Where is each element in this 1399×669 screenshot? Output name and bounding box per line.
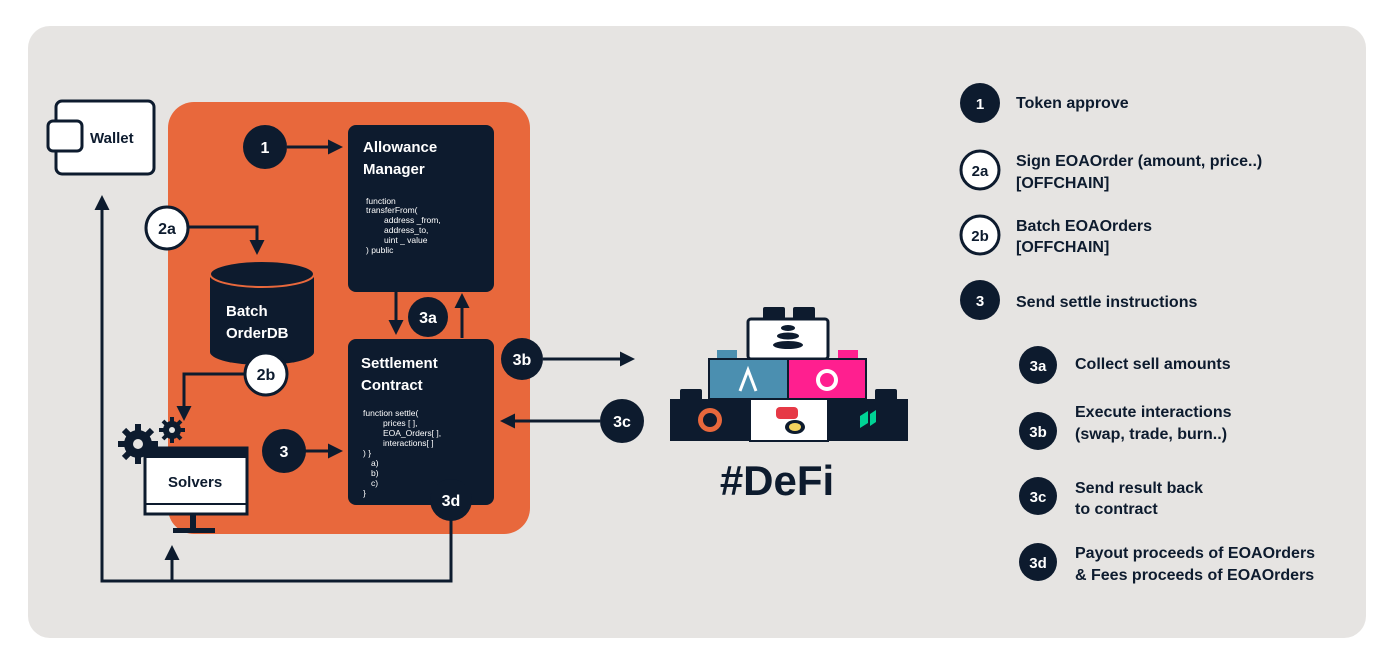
- wallet-icon: [46, 119, 84, 153]
- badge-step-1: 1: [243, 125, 287, 169]
- badge-text: 3a: [419, 310, 437, 327]
- legend-item-3c: 3c Send result back to contract: [1019, 477, 1203, 518]
- legend-item-3b: 3b Execute interactions (swap, trade, bu…: [1019, 404, 1232, 450]
- badge-text: 1: [261, 140, 270, 157]
- legend-text: Token approve: [1016, 95, 1129, 112]
- monitor-icon: [143, 446, 249, 533]
- batch-arrow: [176, 372, 246, 421]
- defi-stack: #DeFi: [670, 307, 908, 504]
- legend-badge: 3b: [1029, 424, 1047, 441]
- settlement-code: function settle( prices [ ], EOA_Orders[…: [363, 408, 441, 498]
- gears-icon: [118, 417, 185, 464]
- defi-label: #DeFi: [720, 457, 834, 504]
- badge-text: 2b: [257, 367, 276, 384]
- legend-text: & Fees proceeds of EOAOrders: [1075, 567, 1314, 584]
- code-line: address _from,: [384, 215, 441, 225]
- badge-text: 3c: [613, 414, 631, 431]
- legend-item-3d: 3d Payout proceeds of EOAOrders & Fees p…: [1019, 543, 1315, 584]
- legend-text: [OFFCHAIN]: [1016, 239, 1109, 256]
- code-line: b): [371, 468, 379, 478]
- code-line: ) }: [363, 448, 371, 458]
- legend-badge: 3a: [1030, 358, 1047, 375]
- code-line: a): [371, 458, 379, 468]
- legend-badge: 2a: [972, 163, 989, 180]
- legend-text: Batch EOAOrders: [1016, 218, 1152, 235]
- badge-step-3d: 3d: [430, 479, 472, 521]
- legend-item-1: 1 Token approve: [960, 83, 1129, 123]
- badge-text: 3b: [513, 352, 532, 369]
- legend-badge: 3: [976, 293, 984, 310]
- badge-step-3b: 3b: [501, 338, 543, 380]
- badge-step-2b: 2b: [243, 351, 289, 397]
- code-line: ) public: [366, 245, 394, 255]
- allowance-code: function transferFrom( address _from, ad…: [366, 196, 441, 255]
- badge-step-3a: 3a: [408, 297, 448, 337]
- legend-text: Sign EOAOrder (amount, price..): [1016, 153, 1262, 170]
- wallet-node[interactable]: Wallet: [46, 99, 156, 176]
- legend-text: Collect sell amounts: [1075, 356, 1231, 373]
- legend-text: Send result back: [1075, 480, 1203, 497]
- settlement-title-2: Contract: [361, 377, 423, 394]
- db-label-1: Batch: [226, 303, 268, 320]
- badge-step-2a: 2a: [144, 205, 190, 251]
- settlement-title-1: Settlement: [361, 355, 438, 372]
- batch-orderdb[interactable]: Batch OrderDB: [209, 260, 315, 365]
- code-line: uint _ value: [384, 235, 428, 245]
- legend-item-2a: 2a Sign EOAOrder (amount, price..) [OFFC…: [959, 149, 1262, 192]
- database-icon: [210, 274, 314, 365]
- solvers-label: Solvers: [168, 474, 222, 491]
- code-line: function settle(: [363, 408, 418, 418]
- legend-badge: 2b: [971, 228, 989, 245]
- code-line: EOA_Orders[ ],: [383, 428, 441, 438]
- badge-step-3c: 3c: [600, 399, 644, 443]
- code-line: transferFrom(: [366, 205, 418, 215]
- aave-icon: [708, 358, 789, 400]
- legend-text: Payout proceeds of EOAOrders: [1075, 545, 1315, 562]
- legend-item-3a: 3a Collect sell amounts: [1019, 346, 1231, 384]
- code-line: address_to,: [384, 225, 428, 235]
- legend-item-3: 3 Send settle instructions: [960, 280, 1197, 320]
- legend-text: [OFFCHAIN]: [1016, 175, 1109, 192]
- legend: 1 Token approve 2a Sign EOAOrder (amount…: [959, 83, 1315, 584]
- legend-badge: 3c: [1030, 489, 1047, 506]
- legend-item-2b: 2b Batch EOAOrders [OFFCHAIN]: [959, 214, 1152, 256]
- sushi-icon: [749, 398, 829, 442]
- allowance-title-2: Manager: [363, 161, 425, 178]
- sign-order-arrow: [188, 225, 265, 255]
- badge-text: 3d: [442, 493, 461, 510]
- badge-text: 3: [280, 444, 289, 461]
- allowance-manager-box[interactable]: Allowance Manager function transferFrom(…: [348, 125, 494, 292]
- db-label-2: OrderDB: [226, 325, 289, 342]
- payout-arrow: [94, 195, 453, 583]
- legend-badge: 1: [976, 96, 984, 113]
- code-line: }: [363, 488, 366, 498]
- wallet-label: Wallet: [90, 130, 134, 147]
- code-line: function: [366, 196, 396, 206]
- allowance-title-1: Allowance: [363, 139, 437, 156]
- legend-text: (swap, trade, burn..): [1075, 426, 1227, 443]
- legend-text: to contract: [1075, 501, 1158, 518]
- solvers-node[interactable]: Solvers: [118, 417, 249, 533]
- badge-text: 2a: [158, 221, 176, 238]
- code-line: prices [ ],: [383, 418, 417, 428]
- code-line: c): [371, 478, 378, 488]
- legend-badge: 3d: [1029, 555, 1047, 572]
- code-line: interactions[ ]: [383, 438, 434, 448]
- legend-text: Execute interactions: [1075, 404, 1232, 421]
- settlement-contract-box[interactable]: Settlement Contract function settle( pri…: [348, 339, 494, 505]
- badge-step-3: 3: [262, 429, 306, 473]
- legend-text: Send settle instructions: [1016, 294, 1197, 311]
